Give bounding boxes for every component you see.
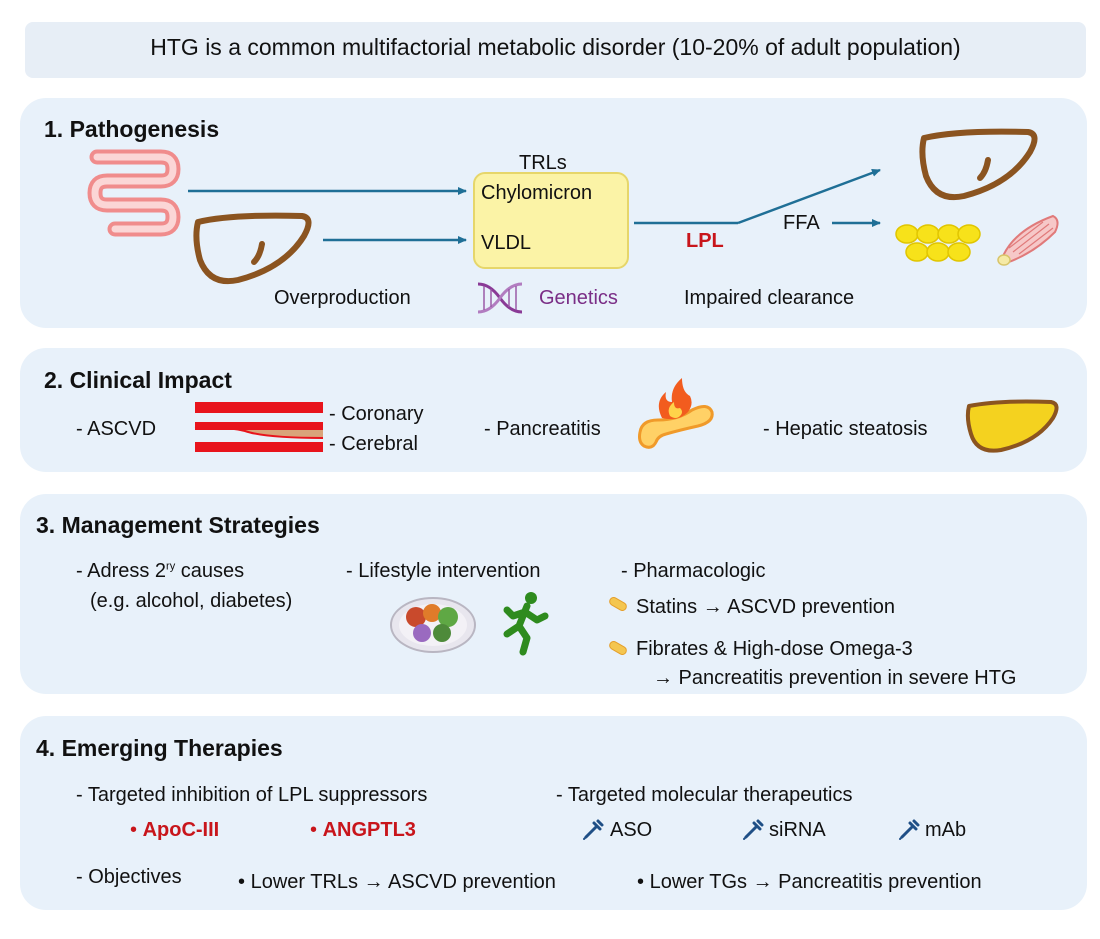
address-causes-label: - Adress 2ry causes xyxy=(76,560,244,583)
bullet: • xyxy=(310,819,318,841)
sirna-label: siRNA xyxy=(769,819,826,841)
syringe-icon xyxy=(583,819,604,840)
bullet: • xyxy=(637,871,645,893)
statins-label: Statins → ASCVD prevention xyxy=(636,596,896,618)
runner-icon xyxy=(503,592,549,656)
objectives-label: - Objectives xyxy=(76,866,182,888)
emerging-heading: 4. Emerging Therapies xyxy=(36,735,283,761)
header-banner: HTG is a common multifactorial metabolic… xyxy=(25,22,1086,78)
trl-box xyxy=(473,172,629,269)
pathogenesis-arrows xyxy=(188,168,881,244)
food-plate-icon xyxy=(390,597,476,653)
dna-icon xyxy=(477,282,523,314)
genetics-label: Genetics xyxy=(539,287,618,309)
lifestyle-label: - Lifestyle intervention xyxy=(346,560,541,582)
pathogenesis-heading: 1. Pathogenesis xyxy=(44,116,220,142)
trls-label: TRLs xyxy=(519,152,567,174)
mab-label: mAb xyxy=(925,819,967,841)
targeted-molecular-label: - Targeted molecular therapeutics xyxy=(556,784,853,806)
apoc-label: ApoC-III xyxy=(142,819,220,841)
overproduction-label: Overproduction xyxy=(274,287,411,309)
artery-icon xyxy=(194,402,324,452)
pill-icon xyxy=(609,641,627,655)
page-title: HTG is a common multifactorial metabolic… xyxy=(150,34,961,60)
impaired-clearance-label: Impaired clearance xyxy=(684,287,855,309)
liver-icon xyxy=(919,128,1038,200)
chylomicron-label: Chylomicron xyxy=(481,182,593,204)
targeted-inhibition-label: - Targeted inhibition of LPL suppressors xyxy=(76,784,428,806)
hepatic-steatosis-label: - Hepatic steatosis xyxy=(763,418,928,440)
angptl3-label: ANGPTL3 xyxy=(322,819,416,841)
lower-trls-item: • Lower TRLs → ASCVD prevention xyxy=(238,871,556,894)
clinical-impact-heading: 2. Clinical Impact xyxy=(44,367,232,393)
fibrates-label: Fibrates & High-dose Omega-3 xyxy=(636,638,913,660)
lower-tgs-item: • Lower TGs → Pancreatitis prevention xyxy=(637,871,982,894)
lower-trls-label: Lower TRLs → ASCVD prevention xyxy=(250,871,556,893)
muscle-icon xyxy=(997,214,1059,266)
fibrates-result-label: → Pancreatitis prevention in severe HTG xyxy=(653,667,1017,689)
address-superscript: ry xyxy=(166,560,176,573)
ascvd-label: - ASCVD xyxy=(76,418,157,440)
fatty-liver-icon xyxy=(965,399,1059,453)
pharmacologic-label: - Pharmacologic xyxy=(621,560,766,582)
aso-label: ASO xyxy=(610,819,653,841)
pill-icon xyxy=(609,597,627,611)
bullet: • xyxy=(130,819,138,841)
angptl3-item: • ANGPTL3 xyxy=(310,819,416,842)
emerging-panel xyxy=(20,716,1087,910)
vldl-label: VLDL xyxy=(481,232,532,254)
address-example-label: (e.g. alcohol, diabetes) xyxy=(90,590,293,612)
address-text: - Adress 2 xyxy=(76,560,167,582)
syringe-icon xyxy=(743,819,764,840)
cerebral-label: - Cerebral xyxy=(329,433,418,455)
pancreatitis-label: - Pancreatitis xyxy=(484,418,601,440)
intestine-icon xyxy=(87,149,181,237)
syringe-icon xyxy=(899,819,920,840)
liver-icon xyxy=(193,212,312,284)
apoc-item: • ApoC-III xyxy=(130,819,219,842)
lower-tgs-label: Lower TGs → Pancreatitis prevention xyxy=(649,871,982,893)
ffa-label: FFA xyxy=(783,212,820,234)
lpl-label: LPL xyxy=(686,230,724,252)
coronary-label: - Coronary xyxy=(329,403,424,425)
management-panel xyxy=(20,494,1087,694)
management-heading: 3. Management Strategies xyxy=(36,512,320,538)
adipose-icon xyxy=(895,224,981,262)
address-suffix: causes xyxy=(175,560,245,582)
bullet: • xyxy=(238,871,246,893)
pancreas-fire-icon xyxy=(638,378,714,449)
